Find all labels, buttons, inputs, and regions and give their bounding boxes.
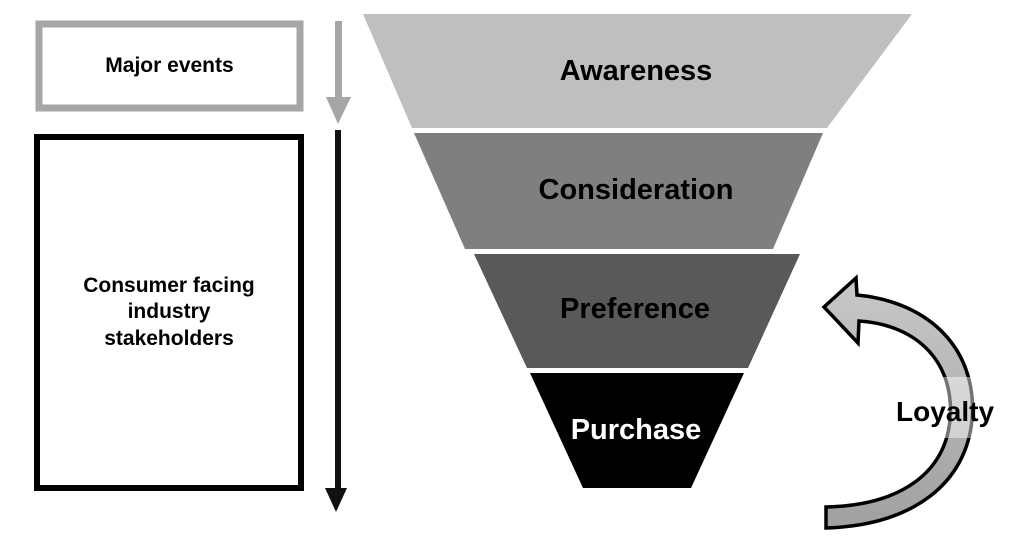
funnel-stage-awareness bbox=[363, 14, 912, 128]
funnel-label-consideration: Consideration bbox=[539, 174, 734, 206]
stakeholders-line-3: stakeholders bbox=[104, 326, 234, 350]
loyalty-label-background bbox=[884, 377, 1009, 438]
major-events-label: Major events bbox=[39, 24, 300, 108]
stakeholders-line-1: Consumer facing bbox=[83, 274, 255, 298]
funnel-stage-consideration bbox=[414, 133, 823, 249]
stakeholders-label: Consumer facing industry stakeholders bbox=[37, 137, 301, 488]
black-down-arrow-icon bbox=[325, 130, 347, 512]
funnel-label-purchase: Purchase bbox=[571, 414, 702, 446]
funnel-stage-purchase bbox=[530, 373, 744, 488]
funnel-label-awareness: Awareness bbox=[560, 55, 713, 87]
major-events-box bbox=[35, 20, 304, 112]
stakeholders-line-2: industry bbox=[127, 300, 211, 324]
stakeholders-box bbox=[34, 134, 304, 491]
loyalty-label: Loyalty bbox=[896, 396, 994, 427]
gray-down-arrow-icon bbox=[326, 21, 351, 124]
funnel-stage-preference bbox=[474, 254, 800, 368]
funnel-label-preference: Preference bbox=[560, 293, 710, 325]
major-events-text: Major events bbox=[105, 53, 234, 77]
loyalty-curved-arrow-icon bbox=[821, 274, 975, 530]
